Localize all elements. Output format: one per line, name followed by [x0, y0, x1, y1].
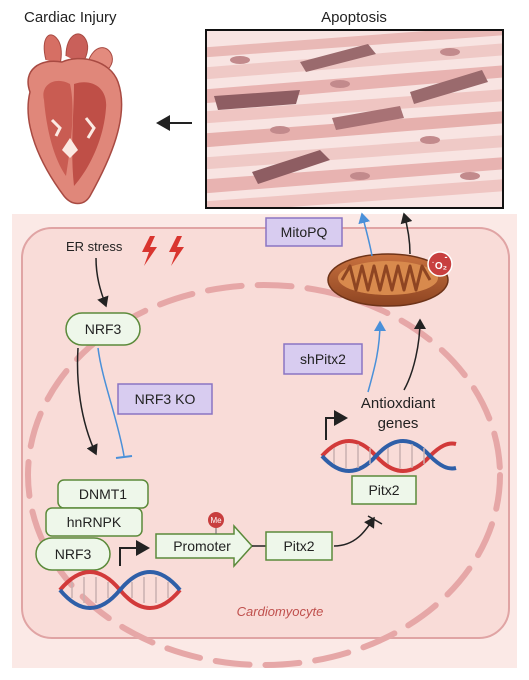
methyl-mark-icon: Me: [208, 512, 224, 534]
mito-to-apoptosis-arrow: [400, 212, 413, 255]
dna-helix-icon: [58, 570, 182, 610]
pitx2-target-bar: [367, 515, 383, 525]
heart-icon: [27, 33, 123, 205]
nrf3-label: NRF3: [85, 321, 122, 337]
nrf3-complex-node: NRF3: [35, 537, 111, 571]
me-label: Me: [210, 516, 222, 525]
promoter-label: Promoter: [173, 538, 231, 554]
nrf3-ko-inhibition: [97, 347, 125, 457]
antioxidant-genes-label-line1: Antioxdiant: [361, 395, 436, 412]
nucleus-envelope: [25, 282, 503, 668]
hnrnpk-node: hnRNPK: [45, 507, 143, 537]
mitopq-box: MitoPQ: [265, 217, 343, 247]
superoxide-label: O₂: [435, 261, 447, 272]
promoter-element: Promoter: [155, 524, 254, 568]
hnrnpk-label: hnRNPK: [67, 514, 122, 530]
superoxide-badge: · O₂ -: [427, 251, 453, 277]
mitopq-label: MitoPQ: [281, 224, 328, 240]
pitx2-lower-label: Pitx2: [283, 538, 314, 554]
superoxide-dot: ·: [431, 257, 434, 268]
apoptosis-title: Apoptosis: [321, 9, 387, 26]
nrf3-node: NRF3: [65, 312, 141, 346]
nrf3-ko-box: NRF3 KO: [117, 383, 213, 415]
pitx2-lower-node: Pitx2: [265, 531, 333, 561]
er-stress-label: ER stress: [66, 239, 123, 254]
shpitx2-label: shPitx2: [300, 351, 346, 367]
er-stress-to-nrf3-arrow: [95, 257, 109, 308]
mitochondrion-icon: [327, 253, 449, 307]
antioxidant-genes-label-line2: genes: [378, 415, 419, 432]
transcription-start-arrow: [119, 540, 150, 566]
nrf3-ko-label: NRF3 KO: [135, 391, 196, 407]
pitx2-expression-arrow: [333, 516, 375, 547]
cardiac-injury-title: Cardiac Injury: [24, 9, 117, 26]
dnmt1-label: DNMT1: [79, 486, 127, 502]
nrf3-ko-inhibition-bar: [115, 455, 133, 459]
dnmt1-node: DNMT1: [57, 479, 149, 509]
nrf3-to-complex-arrow: [76, 347, 98, 456]
cardiomyocyte-label: Cardiomyocyte: [237, 604, 324, 619]
antioxidant-transcription-arrow: [325, 410, 348, 440]
myocyte-tissue-image: [205, 29, 504, 209]
nrf3-complex-label: NRF3: [55, 546, 92, 562]
pitx2-upper-label: Pitx2: [368, 482, 399, 498]
superoxide-charge: -: [445, 252, 448, 262]
dna-helix-icon: [320, 439, 457, 473]
mitopq-blue-arrow: [358, 212, 373, 257]
pitx2-upper-node: Pitx2: [351, 475, 417, 505]
lightning-icon: [142, 236, 184, 266]
shpitx2-box: shPitx2: [283, 343, 363, 375]
shpitx2-blue-arrow: [367, 320, 386, 393]
antioxidant-to-mito-arrow: [403, 318, 426, 391]
